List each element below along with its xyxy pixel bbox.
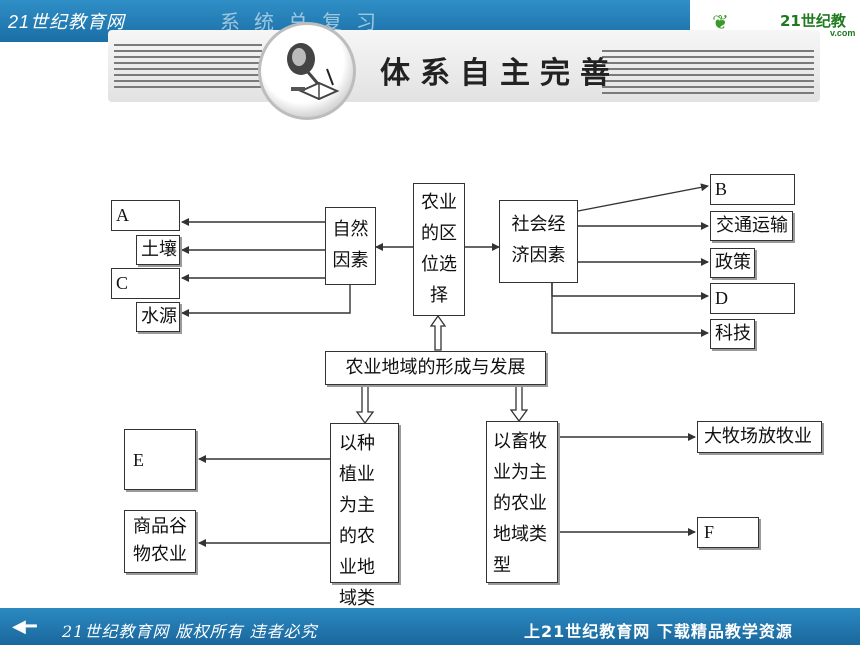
footer-download-link[interactable]: 上21世纪教育网 下载精品教学资源 xyxy=(524,622,793,641)
node-location-choice: 农业的区位选择 xyxy=(413,183,465,316)
hollow-arrow-planting xyxy=(355,384,375,425)
factor-technology: 科技 xyxy=(710,319,755,349)
edge-social-d xyxy=(551,283,709,300)
factor-soil: 土壤 xyxy=(136,235,180,265)
logo-subtext: v.com xyxy=(830,28,856,38)
banner-stripes-left xyxy=(114,44,262,92)
hollow-arrow-up xyxy=(429,314,447,351)
type-ranching: 大牧场放牧业 xyxy=(697,421,822,453)
hollow-arrow-livestock xyxy=(509,384,529,423)
factor-policy: 政策 xyxy=(710,248,755,278)
footer-copyright: 21世纪教育网 版权所有 违者必究 xyxy=(62,622,318,641)
type-f: F xyxy=(697,517,759,548)
back-arrow-icon[interactable]: ◀━ xyxy=(12,616,37,637)
factor-water: 水源 xyxy=(136,302,180,332)
banner-title: 体系自主完善 xyxy=(380,56,620,91)
factor-a: A xyxy=(111,200,180,231)
factor-c: C xyxy=(111,268,180,299)
node-natural-factors: 自然因素 xyxy=(325,207,376,285)
edge-social-b xyxy=(577,183,709,212)
section-banner: 体系自主完善 xyxy=(108,22,820,120)
edge-social-tech xyxy=(551,283,709,337)
logo-mark-icon: ❦ xyxy=(712,10,729,34)
node-planting-type: 以种植业为主的农业地域类型 xyxy=(330,423,399,640)
node-formation: 农业地域的形成与发展 xyxy=(325,351,546,385)
factor-transport: 交通运输 xyxy=(710,211,793,241)
edge-natural-water xyxy=(181,285,351,317)
footer-bar: ◀━ 21世纪教育网 版权所有 违者必究 上21世纪教育网 下载精品教学资源 xyxy=(0,608,860,645)
node-social-factors: 社会经济因素 xyxy=(499,200,578,283)
banner-stripes-right xyxy=(602,50,814,94)
factor-d: D xyxy=(710,283,795,314)
factor-b: B xyxy=(710,174,795,205)
type-commercial-grain: 商品谷物农业 xyxy=(124,510,196,573)
site-name: 21世纪教育网 xyxy=(8,12,126,32)
lamp-book-icon xyxy=(258,22,356,120)
type-e: E xyxy=(124,429,196,490)
node-livestock-type: 以畜牧业为主的农业地域类型 xyxy=(486,421,558,583)
